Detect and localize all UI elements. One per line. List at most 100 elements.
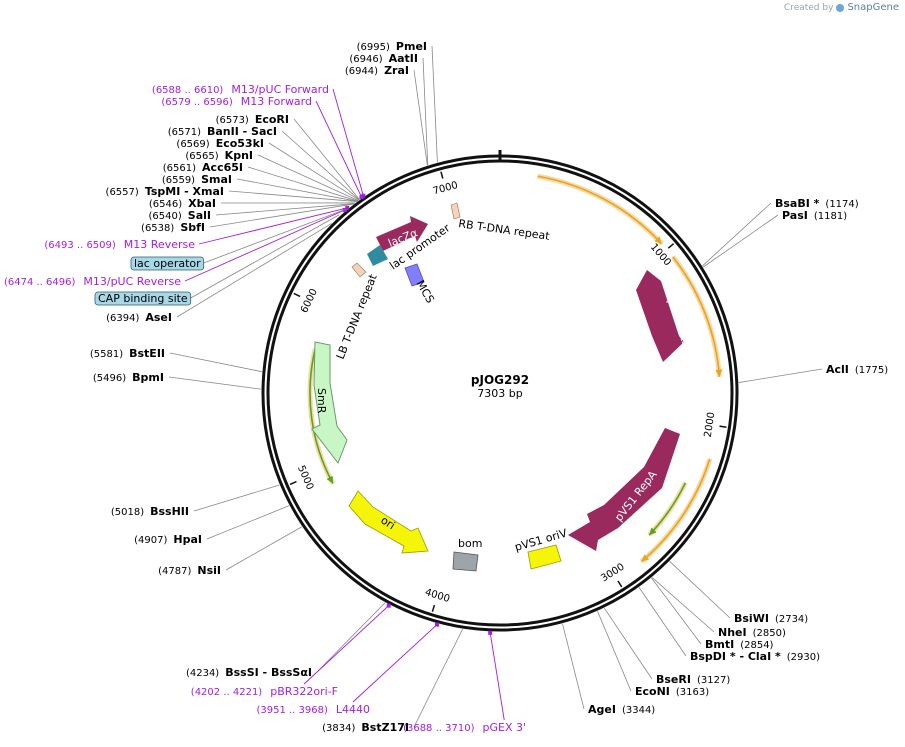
enzyme-bseri[interactable]: BseRI(3127) [656,673,730,686]
enzyme-xbai[interactable]: XbaI(6546) [149,197,216,210]
enzyme-hpai[interactable]: HpaI(4907) [134,533,202,546]
feature-lb-tdna-repeat[interactable] [351,262,367,278]
enzyme-bpmi[interactable]: BpmI(5496) [93,371,164,384]
enzyme-eco53ki[interactable]: Eco53kI(6569) [176,137,264,150]
enzyme-position: (6559) [162,175,195,186]
leader-line [203,208,346,264]
enzyme-bsteii[interactable]: BstEII(5581) [90,347,165,360]
enzyme-bsssi-bsss-i[interactable]: BssSI - BssSαI(4234) [186,666,312,679]
primer-m13-forward[interactable]: M13 Forward(6579 .. 6596) [161,95,312,108]
enzyme-name: AatII [389,52,418,65]
enzyme-bstz17i[interactable]: BstZ17I(3834) [322,721,409,734]
enzyme-nsii[interactable]: NsiI(4787) [158,564,221,577]
enzyme-name: EcoNI [635,685,670,698]
credit-brand: SnapGene [847,2,899,13]
enzyme-pasi[interactable]: PasI(1181) [782,209,847,222]
feature-box-lac-operator[interactable]: lac operator [130,256,205,271]
enzyme-nhei[interactable]: NheI(2850) [718,626,786,639]
enzyme-position: (6569) [176,139,209,150]
feature-pvs1-oriv[interactable] [527,544,562,570]
enzyme-position: (2854) [740,640,773,651]
enzyme-smai[interactable]: SmaI(6559) [162,173,232,186]
orf-arrow-0 [654,236,662,244]
enzyme-zrai[interactable]: ZraI(6944) [345,64,409,77]
tick-4000 [431,604,436,613]
orf-1[interactable] [672,256,721,377]
leader-line [193,484,280,512]
enzyme-sbfi[interactable]: SbfI(6538) [141,221,205,234]
primer-m13-puc-forward[interactable]: M13/pUC Forward(6588 .. 6610) [152,83,329,96]
enzyme-ecori[interactable]: EcoRI(6573) [216,113,289,126]
enzyme-bsshii[interactable]: BssHII (5018) [111,505,189,518]
feature-smr[interactable] [311,341,348,465]
enzyme-bspdi-clai[interactable]: BspDI * - ClaI *(2930) [690,650,820,663]
enzyme-pmei[interactable]: PmeI (6995) [357,40,427,53]
primer-name: M13/pUC Forward [231,83,329,96]
leader-line [228,190,357,202]
enzyme-kpni[interactable]: KpnI(6565) [185,149,253,162]
leader-line [738,368,823,383]
primer-site-mark [488,630,493,635]
enzyme-asei[interactable]: AseI(6394) [106,311,172,324]
tick-label-7000: 7000 [432,180,459,197]
enzyme-name: BssHII [150,505,189,518]
primer-pgex-3[interactable]: pGEX 3'(3688 .. 3710) [403,721,526,734]
orf-4[interactable] [309,348,334,484]
primer-m13-puc-reverse[interactable]: M13/pUC Reverse(6474 .. 6496) [4,275,181,288]
enzyme-name: AclI [826,363,849,376]
enzyme-banii-saci[interactable]: BanII - SacI(6571) [168,125,277,138]
enzyme-name: NsiI [197,564,221,577]
primer-m13-reverse[interactable]: M13 Reverse(6493 .. 6509) [44,238,195,251]
orf-arrow-2 [641,554,650,562]
orf-2[interactable] [640,458,711,563]
enzyme-aatii[interactable]: AatII(6946) [349,52,418,65]
leader-line [669,561,731,619]
feature-lac-promoter[interactable] [367,245,388,266]
feature-pvs1-staa[interactable] [636,270,684,362]
primer-name: L4440 [336,703,370,716]
primer-position: (3688 .. 3710) [403,723,475,734]
enzyme-position: (6540) [149,211,182,222]
enzyme-name: BsiWI [734,612,769,625]
snapgene-credit: Created by SnapGene [784,2,899,13]
tick-label-6000: 6000 [299,287,320,315]
label-mcs: MCS [413,278,436,305]
enzyme-name: NheI [718,626,747,639]
enzyme-name: PasI [782,209,808,222]
feature-box-label: lac operator [134,257,201,270]
leader-line [316,602,386,673]
feature-bom[interactable] [452,551,479,572]
enzyme-name: TspMI - XmaI [145,185,224,198]
enzyme-sali[interactable]: SalI (6540) [149,209,211,222]
tick-1000 [667,243,675,249]
enzyme-tspmi-xmai[interactable]: TspMI - XmaI(6557) [106,185,224,198]
primer-l4440[interactable]: L4440(3951 .. 3968) [256,703,370,716]
feature-pvs1-repa[interactable] [568,428,680,551]
primer-leader [352,624,438,703]
leader-line [209,203,354,228]
primer-name: pBR322ori-F [270,685,338,698]
feature-box-cap-binding-site[interactable]: CAP binding site [94,291,192,306]
enzyme-econi[interactable]: EcoNI(3163) [635,685,709,698]
enzyme-bsabi[interactable]: BsaBI *(1174) [775,197,859,210]
feature-lacz-alpha[interactable] [376,216,428,251]
feature-mcs[interactable] [404,263,425,287]
enzyme-name: PmeI [396,40,427,53]
orf-0[interactable] [537,175,663,245]
leader-line [268,142,360,201]
enzyme-acli[interactable]: AclI(1775) [826,363,888,376]
enzyme-name: SalI [188,209,211,222]
enzyme-agei[interactable]: AgeI(3344) [588,703,655,716]
enzyme-bmti[interactable]: BmtI(2854) [705,638,774,651]
enzyme-bsiwi[interactable]: BsiWI(2734) [734,612,808,625]
enzyme-position: (6995) [357,42,390,53]
feature-rb-tdna-repeat[interactable] [450,202,461,220]
primer-pbr322ori-f[interactable]: pBR322ori-F(4202 .. 4221) [191,685,338,698]
credit-prefix: Created by [783,2,834,13]
enzyme-position: (5018) [111,507,144,518]
leader-line [431,45,438,163]
enzyme-acc65i[interactable]: Acc65I(6561) [163,161,243,174]
tick-label-1000: 1000 [648,242,673,268]
feature-ori[interactable] [348,490,429,554]
feature-box-label: CAP binding site [98,292,188,305]
